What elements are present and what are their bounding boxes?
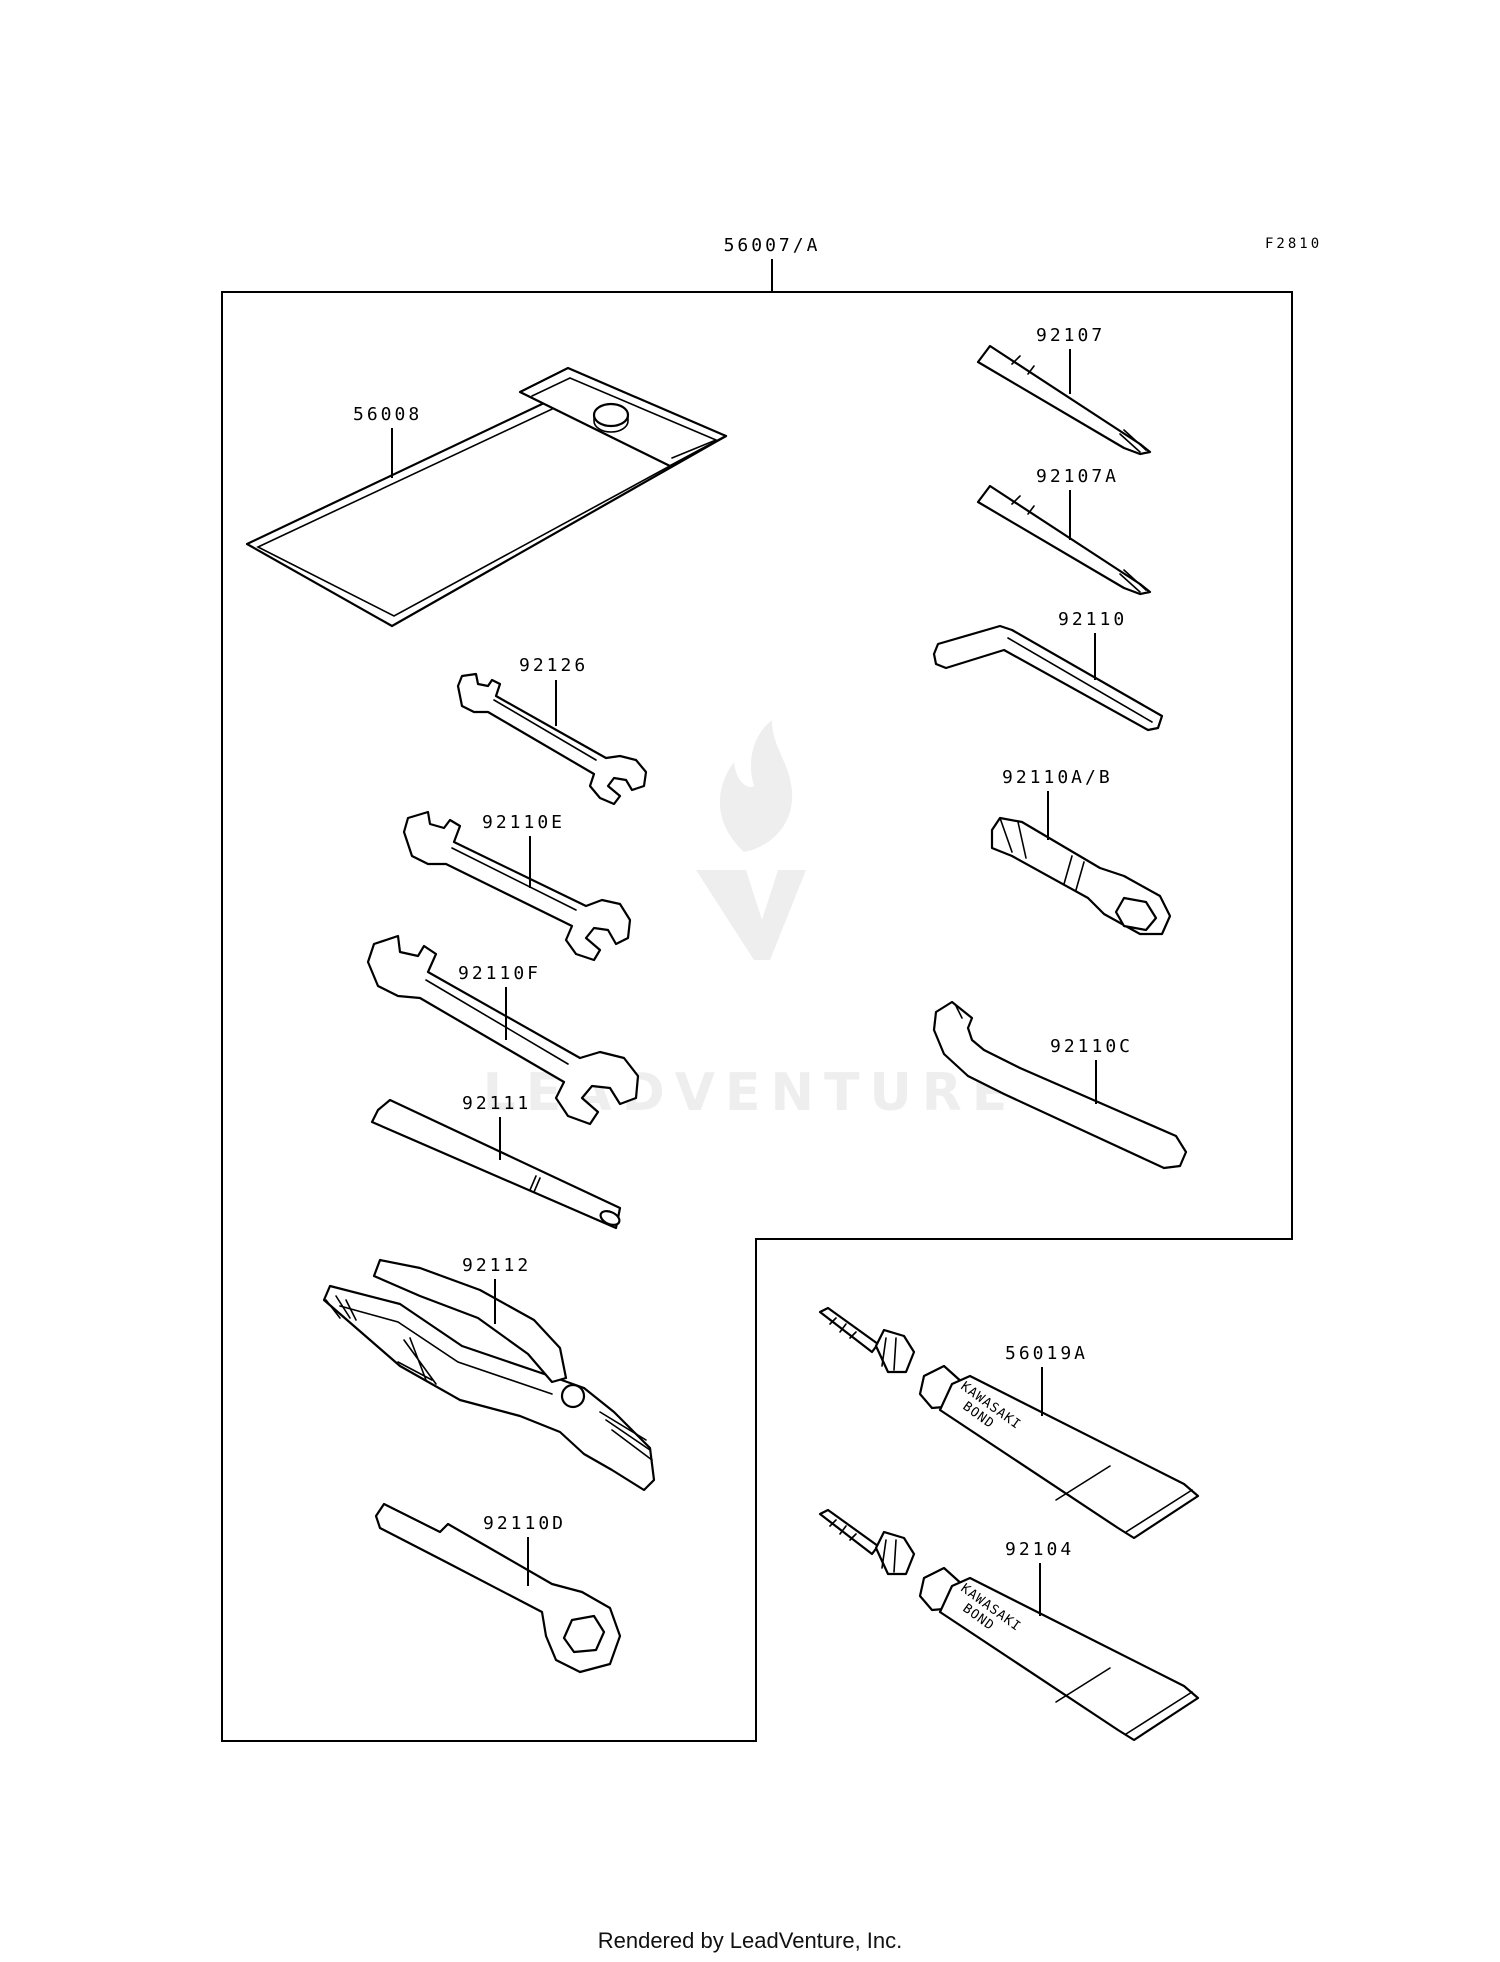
part-label-92107: 92107 [1036,325,1105,346]
wrench-92126[interactable] [456,672,648,806]
assembly-label: 56007/A [724,235,821,256]
screwdriver-bit-92107A[interactable] [976,484,1152,596]
hook-wrench-92110C[interactable] [932,1000,1188,1170]
screwdriver-bit-92107[interactable] [976,344,1152,456]
plug-wrench-92110AB[interactable] [990,816,1172,936]
extension-bar-92111[interactable] [370,1098,622,1230]
footer-credit: Rendered by LeadVenture, Inc. [597,1928,903,1953]
bond-tube-92104[interactable]: KAWASAKI BOND [818,1508,1200,1742]
part-label-92110AB: 92110A/B [1002,767,1113,788]
tool-bag-56008[interactable] [245,366,728,628]
part-label-56008: 56008 [353,404,422,425]
figure-code: F2810 [1265,236,1322,252]
bond-tube-56019A[interactable]: KAWASAKI BOND [818,1306,1200,1540]
part-label-92110: 92110 [1058,609,1127,630]
part-label-56019A: 56019A [1005,1343,1088,1364]
part-label-92111: 92111 [462,1093,531,1114]
part-label-92110F: 92110F [458,963,541,984]
wrench-92110E[interactable] [402,810,632,962]
part-label-92110C: 92110C [1050,1036,1133,1057]
hex-key-92110[interactable] [932,624,1164,732]
kit-frame [221,291,1293,1742]
part-label-92112: 92112 [462,1255,531,1276]
part-label-92110E: 92110E [482,812,565,833]
part-label-92126: 92126 [519,655,588,676]
pliers-92112[interactable] [322,1258,656,1492]
part-label-92104: 92104 [1005,1539,1074,1560]
part-label-92107A: 92107A [1036,466,1119,487]
wrench-92110F[interactable] [366,934,640,1126]
box-wrench-92110D[interactable] [374,1502,622,1674]
part-label-92110D: 92110D [483,1513,566,1534]
